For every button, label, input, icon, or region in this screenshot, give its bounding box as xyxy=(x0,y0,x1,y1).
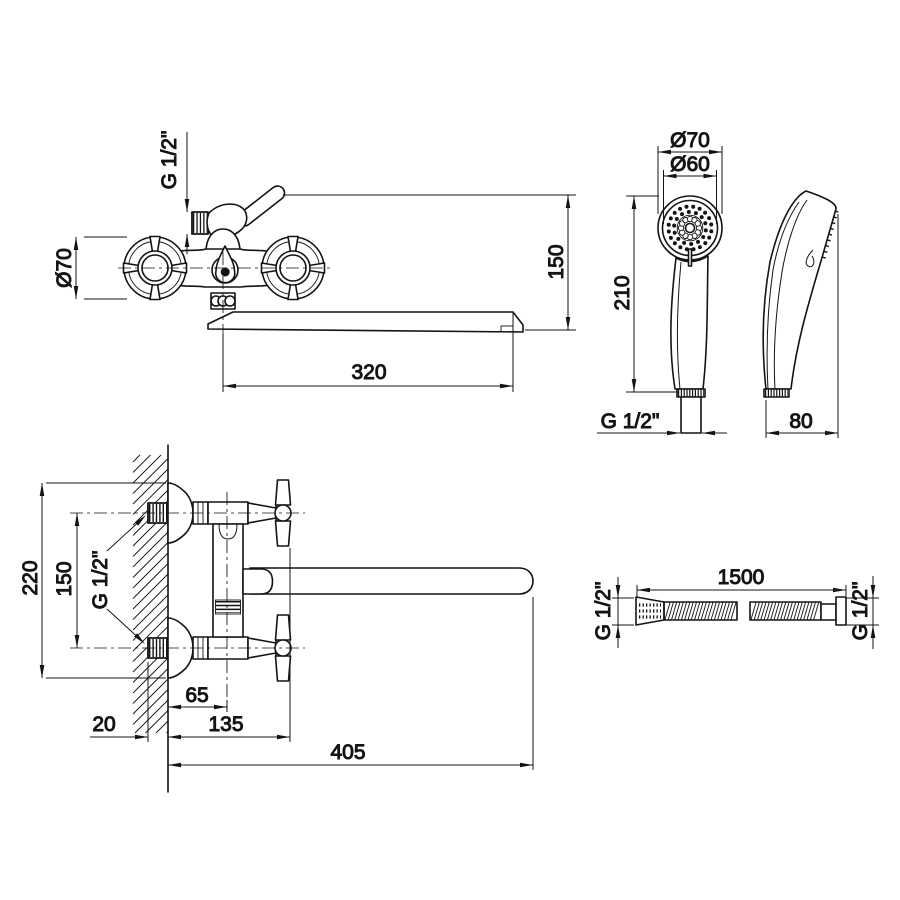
dim-hose-length: 1500 xyxy=(636,566,847,597)
dim-head-outer-diameter: Ø70 xyxy=(657,129,723,214)
side-contour-1 xyxy=(766,201,800,390)
upper-inlet xyxy=(147,479,292,547)
dim-handset-height: 210 xyxy=(611,195,678,393)
dim-label-hose-length: 1500 xyxy=(718,566,765,589)
dim-handset-depth: 80 xyxy=(765,214,839,438)
mixer-spout xyxy=(207,311,524,333)
dim-hose-left-thread: G 1/2" xyxy=(592,577,634,648)
dim-inlet-spacing: 150 xyxy=(53,513,80,648)
dim-label-top-thread: G 1/2" xyxy=(158,131,181,190)
dim-handle-diameter: Ø70 xyxy=(53,236,127,300)
dim-label-overall-height: 220 xyxy=(19,560,42,595)
outlet-body xyxy=(206,203,248,239)
diverter-tab-side xyxy=(242,568,274,595)
inlet-thread-callout: G 1/2" xyxy=(89,515,146,644)
hose-right-neck xyxy=(820,603,837,621)
handle-contour xyxy=(676,261,682,390)
handset-side-view: 80 xyxy=(762,190,839,438)
hose-view: 1500 G 1/2" G 1/2" xyxy=(592,566,879,649)
wall-hatching xyxy=(132,454,169,734)
dim-label-hose-left-thread: G 1/2" xyxy=(592,582,615,641)
dim-label-spout-length: 320 xyxy=(351,361,386,384)
dim-overall-height: 220 xyxy=(19,482,166,679)
mode-switch xyxy=(687,248,693,267)
side-contour-2 xyxy=(773,199,808,390)
spray-ticks xyxy=(821,210,839,259)
handset-front-view: Ø70 Ø60 210 G 1/2" xyxy=(597,129,727,436)
handset-side-ferrule xyxy=(763,388,790,398)
dim-top-thread: G 1/2" xyxy=(158,130,190,254)
dim-handset-thread: G 1/2" xyxy=(597,410,727,436)
dim-label-mixer-height: 150 xyxy=(545,244,568,279)
dim-label-handset-depth: 80 xyxy=(789,410,812,433)
dim-hose-right-thread: G 1/2" xyxy=(846,576,879,649)
handset-handle xyxy=(670,255,709,390)
spout-side xyxy=(249,567,534,595)
dim-label-spout-reach: 405 xyxy=(330,741,365,764)
dim-label-handle-offset: 135 xyxy=(208,713,243,736)
dim-label-hose-right-thread: G 1/2" xyxy=(849,582,872,641)
dim-label-body-offset: 65 xyxy=(185,684,208,707)
mixer-side-view: 220 150 G 1/2" 65 135 20 405 xyxy=(19,444,534,793)
mixer-side-body xyxy=(212,523,244,638)
hose-braid-left xyxy=(663,601,738,621)
dim-mixer-height: 150 xyxy=(283,194,576,331)
mixer-front-view: Ø70 G 1/2" 150 320 xyxy=(53,130,576,392)
diverter-knob xyxy=(211,245,239,284)
hose-left-fitting xyxy=(635,596,665,626)
dim-spout-length: 320 xyxy=(222,313,514,392)
hose-braid-right xyxy=(749,601,822,621)
hook-detail xyxy=(805,249,815,268)
dim-head-face-diameter: Ø60 xyxy=(663,153,717,224)
dim-wall-thickness: 20 xyxy=(90,662,149,742)
dim-label-handset-height: 210 xyxy=(611,275,634,310)
dim-label-wall-thickness: 20 xyxy=(92,713,115,736)
lower-inlet xyxy=(147,614,292,682)
dim-label-handle-diameter: Ø70 xyxy=(53,248,76,288)
dim-label-head-face: Ø60 xyxy=(670,153,710,176)
dim-spout-reach: 405 xyxy=(168,597,534,770)
handset-thread-stem xyxy=(680,396,702,434)
hose-right-fitting xyxy=(835,596,847,626)
dim-label-head-outer: Ø70 xyxy=(670,129,710,152)
shower-outlet-thread xyxy=(191,211,209,235)
dim-label-inlet-spacing: 150 xyxy=(53,561,76,596)
handset-ferrule xyxy=(676,388,706,398)
dim-label-handset-thread: G 1/2" xyxy=(601,410,660,433)
dim-label-inlet-thread: G 1/2" xyxy=(89,551,112,610)
dim-handle-offset: 135 xyxy=(168,548,291,742)
spray-nozzles xyxy=(666,204,714,252)
dim-body-offset: 65 xyxy=(168,684,228,712)
